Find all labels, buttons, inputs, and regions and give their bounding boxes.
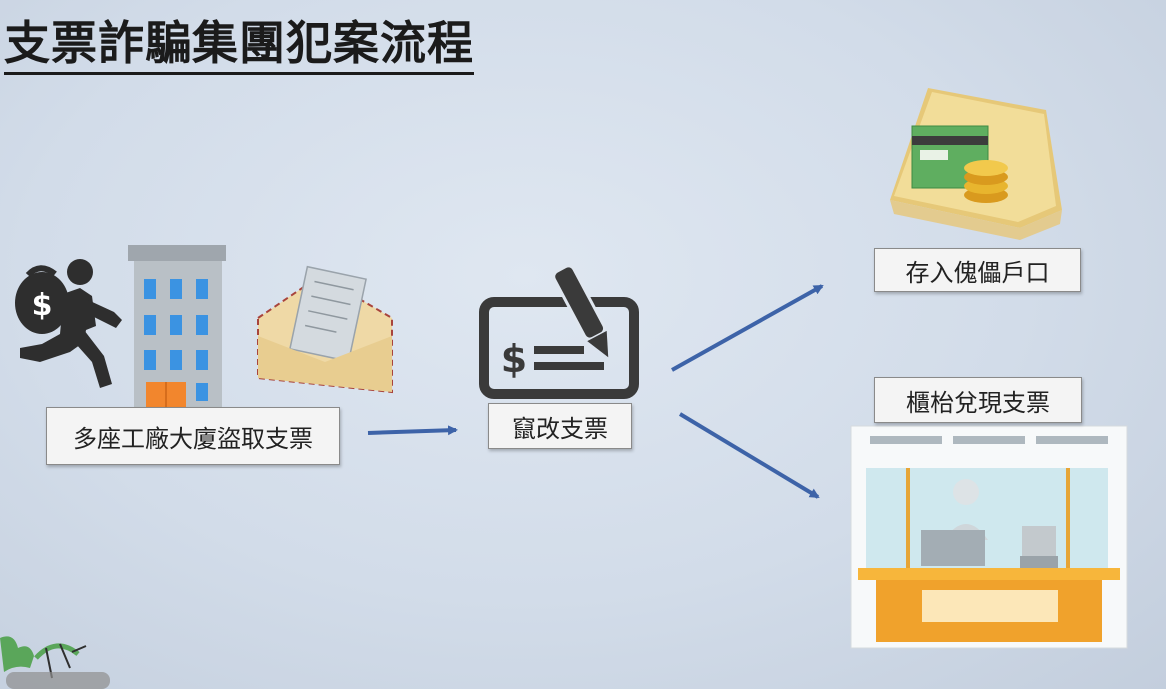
- arrow-alter-to-deposit: [671, 284, 824, 372]
- step-cash-label: 櫃枱兌現支票: [874, 377, 1082, 423]
- page-title: 支票詐騙集團犯案流程: [4, 14, 474, 75]
- arrow-alter-to-cash: [678, 412, 820, 499]
- bank-counter-icon: [850, 425, 1128, 649]
- building-icon: [128, 245, 226, 407]
- channel-logo-icon: [0, 636, 110, 689]
- arrow-steal-to-alter: [367, 425, 458, 436]
- running-thief-icon: $: [15, 259, 122, 388]
- step-alter-label: 竄改支票: [488, 403, 632, 449]
- step-deposit-label: 存入傀儡戶口: [874, 248, 1081, 292]
- cheque-dollar: $: [501, 337, 527, 381]
- cheque-pen-icon: $: [479, 264, 639, 399]
- cheque-envelope-icon: [257, 265, 393, 394]
- step-steal-label: 多座工廠大廈盜取支票: [46, 407, 340, 465]
- wallet-card-coins-icon: [890, 88, 1062, 240]
- thief-bag-dollar: $: [32, 288, 53, 323]
